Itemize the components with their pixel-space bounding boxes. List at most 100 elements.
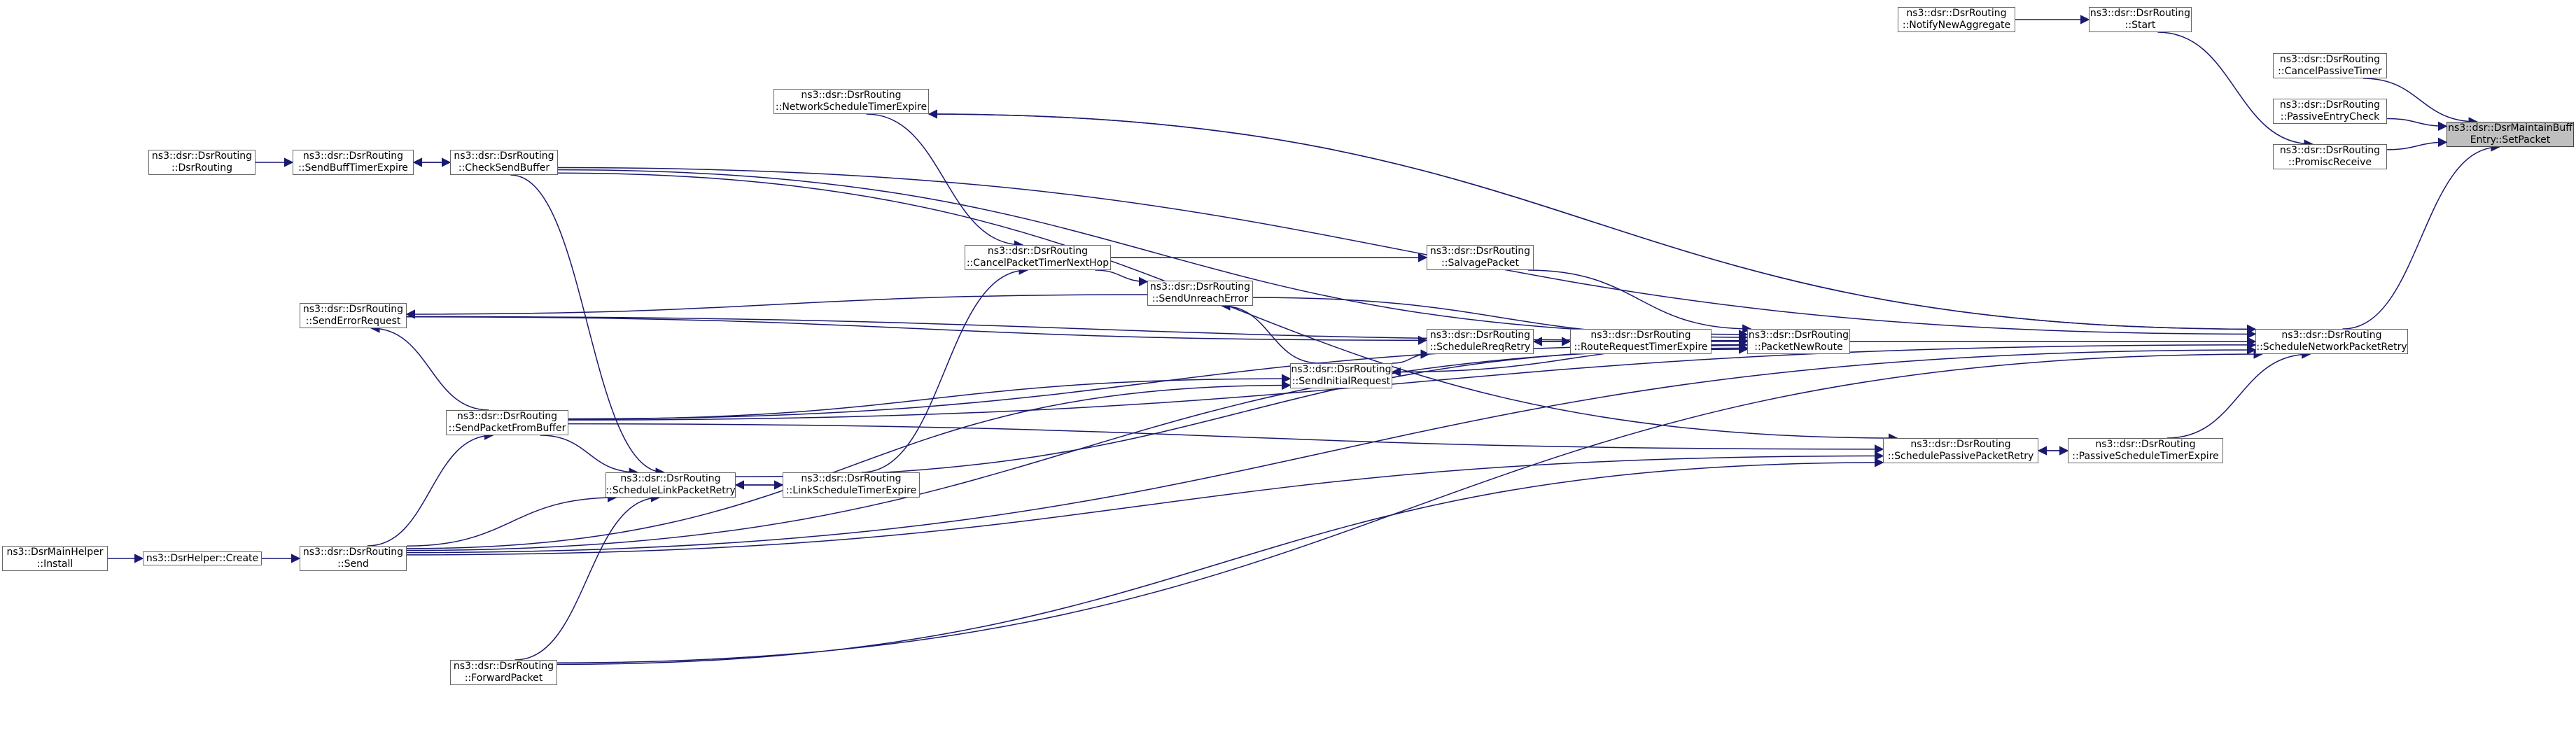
node-label-line1: ns3::dsr::DsrRouting: [620, 473, 721, 484]
node-label-line1: ns3::dsr::DsrRouting: [1291, 364, 1392, 375]
edge-send_from_buf-to-packet_new: [568, 339, 1749, 420]
node-check-send-buffer[interactable]: ns3::dsr::DsrRouting ::CheckSendBuffer: [450, 150, 558, 175]
edge-send_from_buf-to-sched_net: [568, 340, 2257, 421]
node-dsr-routing-constructor[interactable]: ns3::dsr::DsrRouting ::DsrRouting: [148, 150, 255, 175]
node-send[interactable]: ns3::dsr::DsrRouting ::Send: [300, 546, 407, 571]
edge-send_from_buf-to-sched_passive: [568, 423, 1884, 454]
node-label-line1: ns3::dsr::DsrRouting: [302, 547, 404, 558]
node-label-line1: ns3::dsr::DsrRouting: [454, 150, 554, 162]
edge-start-to-promisc: [2157, 31, 2314, 149]
edge-send-to-sched_link: [406, 493, 617, 547]
node-label-line1: ns3::dsr::DsrRouting: [801, 473, 902, 484]
node-send-packet-from-buffer[interactable]: ns3::dsr::DsrRouting ::SendPacketFromBuf…: [446, 410, 568, 435]
edge-send_unreach-to-send_error: [405, 294, 1148, 319]
node-label-line2: ::ScheduleRreqRetry: [1429, 342, 1531, 353]
edge-check_send-to-sched_link: [510, 174, 666, 477]
node-label-line1: ns3::dsr::DsrRouting: [1149, 281, 1251, 293]
node-label-line2: ::NetworkScheduleTimerExpire: [775, 101, 927, 113]
node-schedule-link-packet-retry[interactable]: ns3::dsr::DsrRouting ::ScheduleLinkPacke…: [606, 472, 736, 498]
edge-send_from_buf-to-send_error: [370, 323, 489, 411]
node-label-line1: ns3::dsr::DsrRouting: [151, 150, 253, 162]
edge-forward-to-sched_link: [514, 493, 661, 661]
edge-send_error-to-sched_rreq: [406, 316, 1428, 345]
node-label-line2: ::DsrRouting: [172, 162, 232, 174]
node-cancel-passive-timer[interactable]: ns3::dsr::DsrRouting ::CancelPassiveTime…: [2273, 53, 2387, 78]
node-label-line1: ns3::dsr::DsrRouting: [2090, 8, 2191, 19]
node-label-line1: ns3::DsrMainHelper: [6, 547, 104, 558]
node-label-line2: ::Start: [2124, 20, 2156, 31]
node-label-line1: ns3::dsr::DsrRouting: [302, 150, 404, 162]
node-cancel-packet-timer-next-hop[interactable]: ns3::dsr::DsrRouting ::CancelPacketTimer…: [965, 245, 1111, 270]
node-label-line2: ::ScheduleNetworkPacketRetry: [2256, 342, 2407, 353]
node-label-line1: ns3::dsr::DsrRouting: [2095, 439, 2196, 450]
node-label-line2: Entry::SetPacket: [2470, 134, 2551, 146]
node-promisc-receive[interactable]: ns3::dsr::DsrRouting ::PromiscReceive: [2273, 144, 2387, 169]
edge-cancel_next-to-send_unreach: [1095, 269, 1149, 287]
node-send-unreach-error[interactable]: ns3::dsr::DsrRouting ::SendUnreachError: [1147, 281, 1253, 306]
node-label-line2: ::NotifyNewAggregate: [1902, 20, 2011, 31]
node-send-error-request[interactable]: ns3::dsr::DsrRouting ::SendErrorRequest: [300, 303, 407, 328]
edge-net_timer-to-cancel_next: [866, 113, 1024, 250]
node-label-line1: ns3::dsr::DsrRouting: [2281, 330, 2382, 341]
node-send-initial-request[interactable]: ns3::dsr::DsrRouting ::SendInitialReques…: [1290, 363, 1392, 388]
node-forward-packet[interactable]: ns3::dsr::DsrRouting ::ForwardPacket: [450, 660, 557, 685]
node-label-line2: ::PromiscReceive: [2288, 157, 2372, 168]
node-label-line2: ::SendPacketFromBuffer: [448, 423, 566, 434]
edge-send-to-sched_passive: [406, 451, 1884, 556]
edge-check_send-to-packet_new: [557, 169, 1749, 339]
node-label-line2: ::SendBuffTimerExpire: [298, 162, 408, 174]
node-label-line1: ns3::dsr::DsrRouting: [801, 90, 902, 101]
edge-forward-to-sched_passive: [556, 458, 1884, 666]
node-label-line2: ::RouteRequestTimerExpire: [1574, 342, 1708, 353]
node-label-line1: ns3::dsr::DsrRouting: [453, 661, 554, 672]
node-label-line2: ::Install: [36, 558, 74, 570]
node-label-line2: ::CancelPacketTimerNextHop: [966, 258, 1110, 269]
edge-salvage-to-packet_new: [1527, 269, 1752, 334]
node-dsr-helper-create[interactable]: ns3::DsrHelper::Create: [143, 551, 262, 565]
node-network-schedule-timer-expire[interactable]: ns3::dsr::DsrRouting ::NetworkScheduleTi…: [774, 89, 929, 114]
node-label-line2: ::CheckSendBuffer: [458, 162, 550, 174]
node-dsr-maintain-buff-entry-set-packet[interactable]: ns3::dsr::DsrMaintainBuff Entry::SetPack…: [2446, 122, 2574, 147]
node-passive-schedule-timer-expire[interactable]: ns3::dsr::DsrRouting ::PassiveScheduleTi…: [2068, 438, 2223, 463]
edge-send-to-sched_net: [406, 345, 2257, 554]
node-label-line2: ::PacketNewRoute: [1754, 342, 1843, 353]
node-label-line2: ::SalvagePacket: [1441, 258, 1519, 269]
node-label-line2: ::CancelPassiveTimer: [2278, 66, 2382, 77]
node-label-line1: ns3::dsr::DsrMaintainBuff: [2448, 122, 2572, 134]
node-salvage-packet[interactable]: ns3::dsr::DsrRouting ::SalvagePacket: [1427, 245, 1534, 270]
node-link-schedule-timer-expire[interactable]: ns3::dsr::DsrRouting ::LinkScheduleTimer…: [783, 472, 920, 498]
node-label-line1: ns3::dsr::DsrRouting: [2279, 99, 2381, 111]
node-start[interactable]: ns3::dsr::DsrRouting ::Start: [2089, 7, 2192, 32]
edge-send_from_buf-to-send_initial: [568, 374, 1292, 420]
node-schedule-rreq-retry[interactable]: ns3::dsr::DsrRouting ::ScheduleRreqRetry: [1427, 329, 1534, 354]
node-schedule-network-packet-retry[interactable]: ns3::dsr::DsrRouting ::ScheduleNetworkPa…: [2255, 329, 2408, 354]
node-label-line1: ns3::dsr::DsrRouting: [1748, 330, 1849, 341]
node-label-line2: ::PassiveEntryCheck: [2280, 111, 2380, 122]
node-label-line1: ns3::dsr::DsrRouting: [1910, 439, 2011, 450]
edge-send_initial-to-send_unreach: [1220, 301, 1320, 364]
edge-send-to-send_initial: [406, 380, 1292, 549]
edge-cancel_passive-to-set_packet: [2362, 78, 2479, 127]
edge-send_error-to-packet_new: [406, 316, 1749, 346]
node-label-line2: ::SendErrorRequest: [305, 316, 401, 327]
node-packet-new-route[interactable]: ns3::dsr::DsrRouting ::PacketNewRoute: [1747, 329, 1850, 354]
edge-check_send-to-sched_net: [557, 167, 2257, 339]
edge-passive_check-to-set_packet: [2386, 118, 2448, 132]
edge-promisc-to-set_packet: [2386, 137, 2448, 150]
node-route-request-timer-expire[interactable]: ns3::dsr::DsrRouting ::RouteRequestTimer…: [1570, 329, 1712, 354]
node-label-line1: ns3::dsr::DsrRouting: [302, 304, 404, 315]
node-schedule-passive-packet-retry[interactable]: ns3::dsr::DsrRouting ::SchedulePassivePa…: [1883, 438, 2038, 463]
node-label-line1: ns3::dsr::DsrRouting: [987, 246, 1088, 257]
node-label-line1: ns3::dsr::DsrRouting: [1590, 330, 1691, 341]
node-label-line2: ::SendInitialRequest: [1292, 376, 1391, 387]
node-label-line2: ::Send: [337, 558, 369, 570]
node-passive-entry-check[interactable]: ns3::dsr::DsrRouting ::PassiveEntryCheck: [2273, 99, 2387, 124]
edge-sched_net-to-net_timer: [927, 109, 2256, 330]
node-send-buff-timer-expire[interactable]: ns3::dsr::DsrRouting ::SendBuffTimerExpi…: [293, 150, 414, 175]
edge-send_from_buf-to-sched_link: [540, 435, 639, 477]
node-notify-new-aggregate[interactable]: ns3::dsr::DsrRouting ::NotifyNewAggregat…: [1898, 7, 2015, 32]
edge-send_initial-to-sched_rreq: [1392, 349, 1430, 364]
node-label-line1: ns3::DsrHelper::Create: [146, 552, 259, 564]
node-dsr-main-helper-install[interactable]: ns3::DsrMainHelper ::Install: [2, 546, 108, 571]
